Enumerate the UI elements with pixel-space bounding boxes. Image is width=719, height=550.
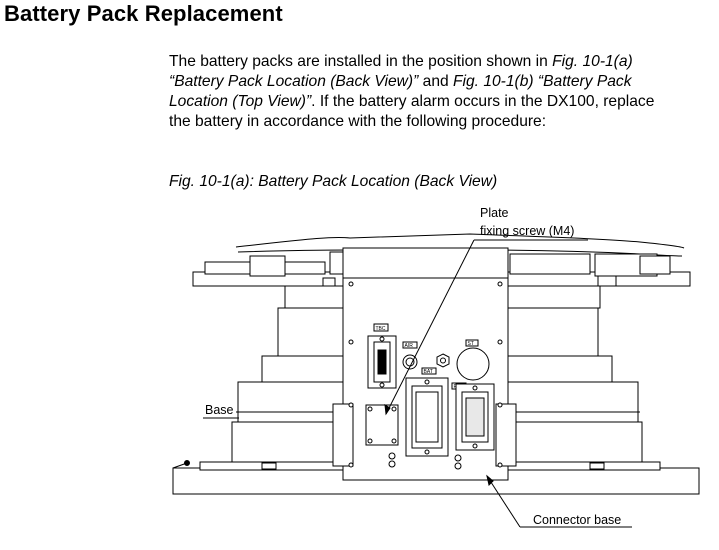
- figure-reference-link[interactable]: Fig. 10-1(b) “Battery Pack: [453, 73, 632, 90]
- paragraph-text: The battery packs are installed in the p…: [169, 53, 553, 70]
- intro-paragraph: The battery packs are installed in the p…: [169, 52, 709, 132]
- figure-reference-link[interactable]: Location (Top View)”: [169, 93, 312, 110]
- section-heading: Battery Pack Replacement: [4, 1, 283, 26]
- paragraph-line-2: “Battery Pack Location (Back View)” and …: [169, 72, 709, 92]
- callout-plate-fixing-screw: Plate fixing screw (M4): [384, 206, 588, 416]
- paragraph-line-3: Location (Top View)”. If the battery ala…: [169, 92, 709, 112]
- connector-tag-air: AIR: [405, 343, 414, 349]
- callout-base: Base: [203, 403, 239, 419]
- callout-label-connector-base: Connector base: [533, 513, 621, 527]
- paragraph-text: and: [418, 73, 453, 90]
- connector-tag-tbc: TBC: [376, 326, 386, 332]
- paragraph-line-1: The battery packs are installed in the p…: [169, 52, 709, 72]
- figure-caption: Fig. 10-1(a): Battery Pack Location (Bac…: [169, 173, 498, 190]
- callout-label-plate: Plate: [480, 206, 509, 220]
- callout-label-base: Base: [205, 403, 234, 417]
- paragraph-text: . If the battery alarm occurs in the DX1…: [311, 93, 655, 110]
- paragraph-line-4: the battery in accordance with the follo…: [169, 113, 547, 130]
- top-cover-outline: [235, 233, 685, 249]
- connector-tag-st: ST: [468, 341, 474, 347]
- connector-base-plate[interactable]: TBC AIR ST BAT PEC: [332, 247, 517, 481]
- figure-reference-link[interactable]: “Battery Pack Location (Back View)”: [169, 73, 419, 90]
- figure-reference-link[interactable]: Fig. 10-1(a): [552, 53, 633, 70]
- battery-pack-cover[interactable]: [365, 404, 399, 446]
- callout-label-fixing-screw: fixing screw (M4): [480, 224, 574, 238]
- connector-tag-bat: BAT: [424, 369, 433, 375]
- callout-connector-base: Connector base: [486, 474, 632, 528]
